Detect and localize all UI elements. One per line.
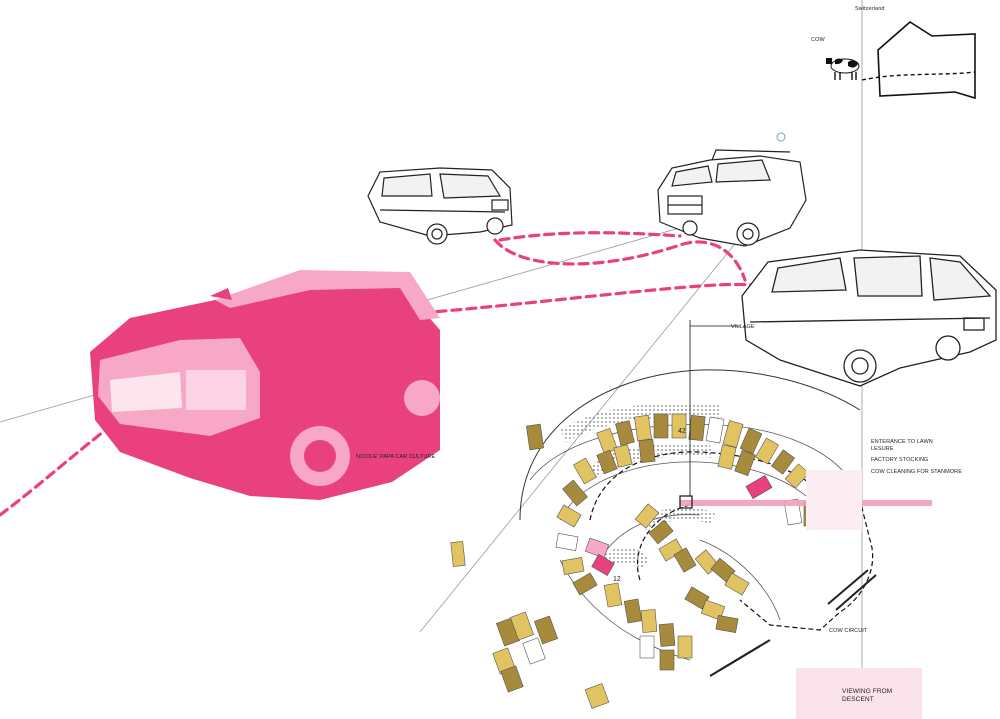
switzerland-label: Switzerland <box>855 6 885 12</box>
highlight-square <box>679 495 693 509</box>
cow-circuit-path <box>589 451 874 631</box>
village-boundary-arc <box>519 369 861 521</box>
entrance-label: ENTERANCE TO LAWN <box>871 439 933 445</box>
plot-number-a: 42 <box>678 428 686 435</box>
pink-car <box>90 270 440 500</box>
viewing-label-1: VIEWING FROM <box>842 688 893 695</box>
suv-sketch-2 <box>657 149 807 247</box>
village-label: VILLAGE <box>731 324 755 330</box>
cow-cleaning-label: COW CLEANING FOR STANMORE <box>871 469 963 475</box>
marker-circle <box>776 132 786 142</box>
cow-label: COW <box>811 37 825 43</box>
leisure-label: LESURE <box>871 446 894 452</box>
suv-sketch-1 <box>367 167 513 245</box>
cow-path <box>861 71 976 81</box>
plot-number-b: 12 <box>613 576 621 583</box>
viewing-label-2: DESCENT <box>842 696 874 703</box>
suv-sketch-3 <box>741 249 997 387</box>
factory-label: FACTORY STOCKING <box>871 457 929 463</box>
house-outline <box>877 21 976 100</box>
cow-circuit-label: COW CIRCUIT <box>829 628 868 634</box>
cow-image <box>826 58 860 80</box>
viewing-box <box>796 668 922 719</box>
highlight-box-right <box>806 470 862 530</box>
car-culture-label: NICOLE' PAPA CAR CULTURE <box>356 454 436 460</box>
